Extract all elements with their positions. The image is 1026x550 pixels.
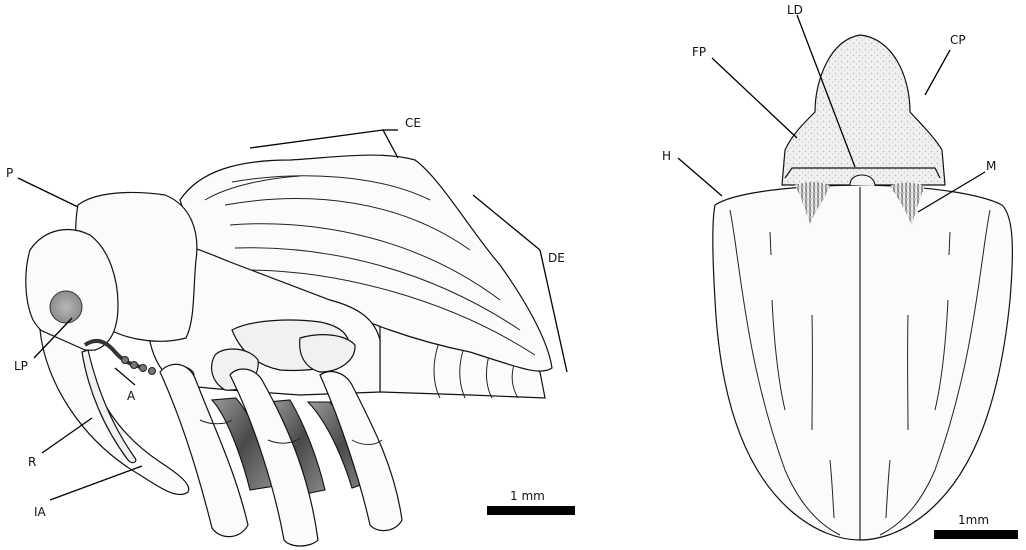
label-ia: IA [34, 505, 47, 519]
elytra [713, 185, 1013, 540]
label-fp: FP [692, 45, 706, 59]
label-ce: CE [405, 116, 421, 130]
label-lp: LP [14, 359, 28, 373]
right-scale-label: 1mm [958, 513, 989, 527]
dorsal-view: LD FP CP H M 1mm [662, 3, 1018, 540]
right-scale-bar: 1mm [934, 513, 1018, 539]
label-r: R [28, 455, 36, 469]
label-h: H [662, 149, 671, 163]
label-a: A [127, 389, 136, 403]
lateral-view: P CE DE LP A R IA 1 mm [6, 116, 575, 546]
compound-eye [50, 291, 82, 323]
label-p: P [6, 166, 13, 180]
left-scale-label: 1 mm [510, 489, 545, 503]
label-de: DE [548, 251, 565, 265]
label-cp: CP [950, 33, 966, 47]
label-ld: LD [787, 3, 803, 17]
label-m: M [986, 159, 996, 173]
left-scale-bar: 1 mm [487, 489, 575, 515]
